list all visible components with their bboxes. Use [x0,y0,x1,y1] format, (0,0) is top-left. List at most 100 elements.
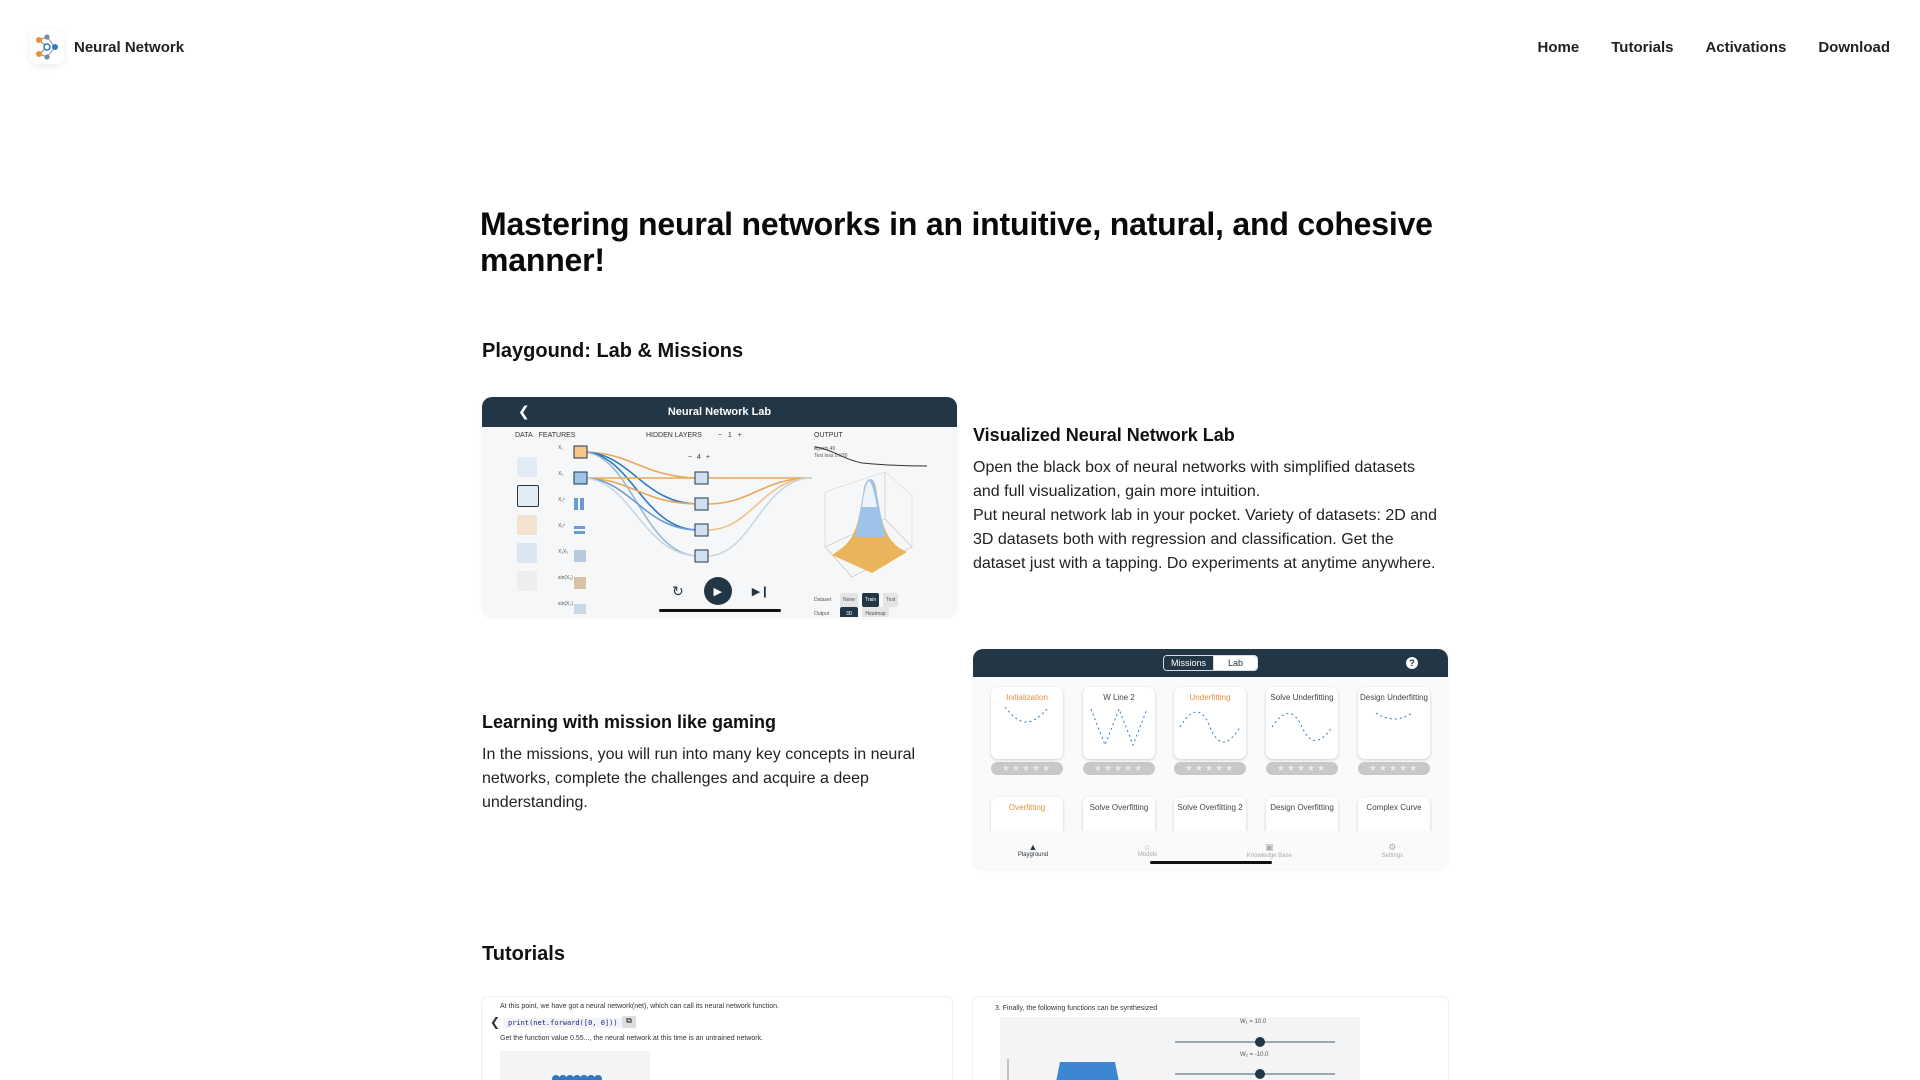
tab-label: Settings [1381,852,1404,859]
mission-label: Initialization [1006,693,1048,702]
playback-controls: ↻ ▶ ▶❙ [672,577,769,605]
nav-download-link[interactable]: Download [1818,39,1890,56]
brand[interactable]: Neural Network [30,30,184,64]
missions-lab-segment: Missions Lab [1162,655,1259,671]
dataset-thumb[interactable] [517,457,537,477]
nav-home-link[interactable]: Home [1537,39,1580,56]
tab-knowledge-base[interactable]: ▣ Knowledge Base [1247,842,1292,859]
feature-label: sin(X₁) [558,575,573,581]
tutorial-card[interactable]: At this point, we have got a neural netw… [482,997,952,1080]
output-option-label: Output [814,611,830,617]
tutorial-text: 3. Finally, the following functions can … [995,1005,1158,1012]
playground-section-title: Playgound: Lab & Missions [482,340,744,362]
back-icon: ❮ [518,403,530,419]
network-graph [573,445,928,614]
tab-label: Knowledge Base [1246,852,1292,859]
reset-icon[interactable]: ↻ [672,582,684,599]
tutorial-plot: W₁ = 10.0 W₂ = -10.0 [1000,1017,1360,1080]
lab-column-headers: DATA FEATURES [515,432,575,439]
lab-feature-title: Visualized Neural Network Lab [973,425,1235,445]
mission-label: Complex Curve [1366,803,1422,812]
neuron-minus-icon[interactable]: − [688,454,693,461]
dataset-option[interactable]: Test [883,593,899,607]
missions-screenshot: Missions Lab ? Initialization W Line 2 U… [973,649,1448,869]
nav-activations-link[interactable]: Activations [1705,39,1787,56]
mission-label: Solve Overfitting [1089,803,1149,812]
output-surface-plot [824,471,913,578]
tab-models[interactable]: ○ Models [1138,842,1157,858]
feature-label: X₂ [558,471,564,477]
tab-playground[interactable]: ▲ Playground [1018,842,1048,858]
missions-title-bar: Missions Lab ? [973,649,1448,677]
mission-tile[interactable]: Initialization [991,687,1063,759]
slider-thumb[interactable] [1255,1037,1265,1047]
feature-labels: X₁ X₂ X₁² X₂² X₁X₂ sin(X₁) sin(X₂) [558,445,573,617]
weight-slider-2[interactable] [1175,1069,1335,1079]
tutorial-card[interactable]: 3. Finally, the following functions can … [973,997,1448,1080]
home-indicator [1150,861,1272,864]
feature-label: X₁² [558,497,565,503]
neuron-count: 4 [697,454,701,461]
mission-label: Design Overfitting [1270,803,1334,812]
dataset-option[interactable]: None [840,593,858,607]
nav-tutorials-link[interactable]: Tutorials [1611,39,1674,56]
dataset-label: Dataset [814,597,832,603]
lab-feature-text-2: Put neural network lab in your pocket. V… [973,507,1437,572]
missions-feature-text: In the missions, you will run into many … [482,746,916,811]
play-icon[interactable]: ▶ [703,577,732,605]
dataset-output-toggles: Dataset None Train Test Output 3D Heatma… [814,593,899,617]
star-rating: ★★★★★ [1358,762,1430,775]
mission-label: W Line 2 [1103,693,1135,702]
feature-label: X₁X₂ [558,549,569,555]
step-icon[interactable]: ▶❙ [751,585,770,598]
dataset-list [517,457,539,591]
playground-tab-icon: ▲ [1028,842,1038,852]
output-option[interactable]: Heatmap [862,607,889,617]
mission-label: Overfitting [1008,803,1046,812]
hidden-layers-row: HIDDEN LAYERS − 1 + [646,432,742,439]
mission-tile[interactable]: Design Underfitting [1358,687,1430,759]
segment-missions[interactable]: Missions [1163,656,1214,670]
mission-label: Underfitting [1189,693,1231,702]
output-label: OUTPUT [814,432,843,439]
layer-count: 1 [727,432,732,439]
tutorial-text: At this point, we have got a neural netw… [500,1003,779,1010]
code-snippet: print(net.forward([0, 0])) [504,1018,622,1028]
dataset-thumb[interactable] [517,543,537,563]
feature-label: X₂² [558,523,565,529]
tutorial-plot [500,1051,650,1080]
dataset-option-selected[interactable]: Train [861,593,880,607]
tab-settings[interactable]: ⚙ Settings [1381,842,1403,859]
segment-lab[interactable]: Lab [1213,656,1258,670]
lab-title-bar: ❮ Neural Network Lab [482,397,957,427]
dataset-thumb-selected[interactable] [517,485,539,507]
tutorials-section-title: Tutorials [482,943,565,965]
models-tab-icon: ○ [1144,842,1151,852]
neuron-plus-icon[interactable]: + [705,454,710,461]
copy-icon[interactable]: ⧉ [622,1016,636,1028]
lab-screenshot: ❮ Neural Network Lab DATA FEATURES HIDDE… [482,397,957,617]
lab-feature-text-1: Open the black box of neural networks wi… [973,459,1416,500]
home-indicator [659,609,781,612]
tab-label: Playground [1017,852,1049,858]
mission-tile[interactable]: Solve Underfitting [1266,687,1338,759]
tutorial-text: Get the function value 0.55..., the neur… [500,1035,764,1042]
weight-slider-1[interactable] [1175,1037,1335,1047]
hero-title: Mastering neural networks in an intuitiv… [480,206,1433,278]
mission-tile[interactable]: Underfitting [1174,687,1246,759]
layer-plus-icon[interactable]: + [737,432,742,439]
layer-minus-icon[interactable]: − [717,432,722,439]
dataset-thumb[interactable] [517,571,537,591]
slider-thumb[interactable] [1255,1069,1265,1079]
star-rating: ★★★★★ [1083,762,1155,775]
mission-tile[interactable]: W Line 2 [1083,687,1155,759]
output-option-selected[interactable]: 3D [840,607,859,617]
test-loss-text: Test loss 0.030 [814,453,848,459]
brand-name: Neural Network [74,38,185,56]
help-icon[interactable]: ? [1406,657,1418,669]
slider-label: W₂ = -10.0 [1240,1052,1269,1058]
dataset-thumb[interactable] [517,515,537,535]
back-icon[interactable]: ❮ [490,1015,501,1029]
data-label: DATA [515,432,533,439]
mission-label: Design Underfitting [1359,693,1429,702]
